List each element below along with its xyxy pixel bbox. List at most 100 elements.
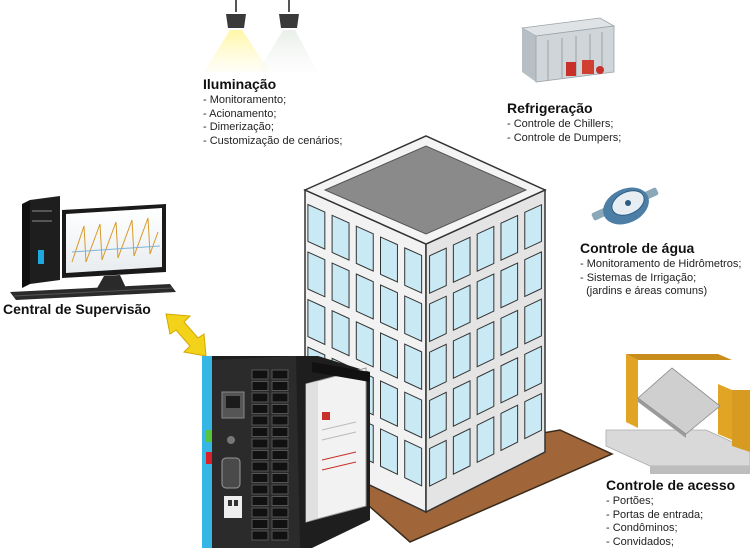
window (429, 343, 447, 391)
supervision-title: Central de Supervisão (3, 301, 151, 317)
window (524, 251, 542, 298)
window (500, 262, 519, 309)
refrigeration-section: Refrigeração - Controle de Chillers; - C… (507, 100, 621, 145)
water-item: - Sistemas de Irrigação; (580, 271, 697, 284)
access-gate-icon (605, 354, 750, 474)
terminal-screw (251, 461, 269, 472)
water-item: (jardins e áreas comuns) (580, 285, 708, 297)
window (476, 416, 495, 464)
window (355, 321, 374, 368)
window (500, 214, 519, 261)
terminal-screw (271, 507, 289, 518)
terminal-screw (271, 519, 289, 529)
window (380, 236, 398, 283)
window (331, 262, 350, 309)
window (524, 203, 542, 250)
window (404, 439, 423, 487)
terminal-block (251, 369, 289, 541)
terminal-screw (271, 530, 289, 541)
window (500, 309, 519, 357)
terminal-screw (251, 427, 269, 437)
terminal-screw (271, 484, 289, 495)
refrigeration-item: - Controle de Chillers; (507, 118, 614, 130)
terminal-screw (251, 496, 269, 506)
window (452, 236, 471, 284)
window (355, 273, 374, 320)
terminal-screw (251, 369, 269, 380)
terminal-screw (271, 415, 289, 426)
access-title: Controle de acesso (606, 477, 736, 493)
terminal-screw (271, 381, 289, 391)
water-meter-icon (591, 187, 659, 225)
terminal-screw (271, 392, 289, 403)
window (404, 391, 423, 439)
terminal-screw (251, 530, 269, 541)
window (452, 380, 471, 428)
window (476, 368, 495, 416)
lighting-title: Iluminação (203, 76, 277, 92)
window (476, 273, 495, 320)
controller-device-icon (202, 356, 370, 548)
terminal-screw (251, 507, 269, 518)
window (307, 298, 326, 346)
window (500, 404, 519, 452)
terminal-screw (251, 484, 269, 495)
water-item: - Monitoramento de Hidrômetros; (580, 258, 742, 270)
window (524, 298, 542, 345)
terminal-screw (251, 392, 269, 403)
terminal-screw (251, 415, 269, 426)
window (452, 284, 471, 332)
bidirectional-arrow-icon (165, 313, 207, 357)
window (331, 309, 350, 357)
window (380, 380, 398, 427)
terminal-screw (271, 369, 289, 380)
refrigeration-item: - Controle de Dumpers; (507, 131, 622, 144)
window (404, 343, 423, 391)
window (404, 295, 423, 342)
window (404, 247, 423, 294)
window (380, 428, 398, 476)
terminal-screw (271, 438, 289, 449)
window (429, 439, 447, 487)
lighting-item: - Acionamento; (203, 107, 277, 120)
window (429, 247, 447, 295)
terminal-screw (271, 496, 289, 506)
terminal-screw (251, 473, 269, 483)
window (452, 332, 471, 380)
window (476, 320, 495, 368)
window (524, 345, 542, 392)
window (429, 295, 447, 343)
window (380, 332, 398, 379)
computer-monitor-icon (10, 196, 176, 300)
access-item: - Convidados; (606, 535, 674, 548)
window (331, 214, 350, 261)
ceiling-lamp-icon (204, 0, 318, 72)
window (476, 225, 495, 272)
terminal-screw (271, 450, 289, 460)
chiller-icon (520, 17, 616, 83)
access-item: - Portões; (606, 495, 654, 507)
lighting-section: Iluminação - Monitoramento; - Acionament… (203, 76, 342, 148)
access-item: - Condôminos; (606, 522, 678, 534)
side-windows (429, 203, 542, 487)
terminal-screw (271, 427, 289, 437)
water-title: Controle de água (580, 240, 695, 256)
terminal-screw (251, 404, 269, 414)
window (452, 427, 471, 476)
access-item: - Portas de entrada; (606, 508, 704, 521)
lighting-item: - Customização de cenários; (203, 134, 343, 147)
window (355, 225, 374, 272)
window (380, 284, 398, 331)
terminal-screw (251, 450, 269, 460)
window (307, 251, 326, 298)
terminal-screw (271, 461, 289, 472)
window (429, 391, 447, 439)
window (500, 357, 519, 404)
terminal-screw (251, 438, 269, 449)
terminal-screw (271, 404, 289, 414)
water-section: Controle de água - Monitoramento de Hidr… (580, 240, 741, 299)
terminal-screw (271, 473, 289, 483)
refrigeration-title: Refrigeração (507, 100, 593, 116)
lighting-item: - Dimerização; (203, 121, 274, 133)
